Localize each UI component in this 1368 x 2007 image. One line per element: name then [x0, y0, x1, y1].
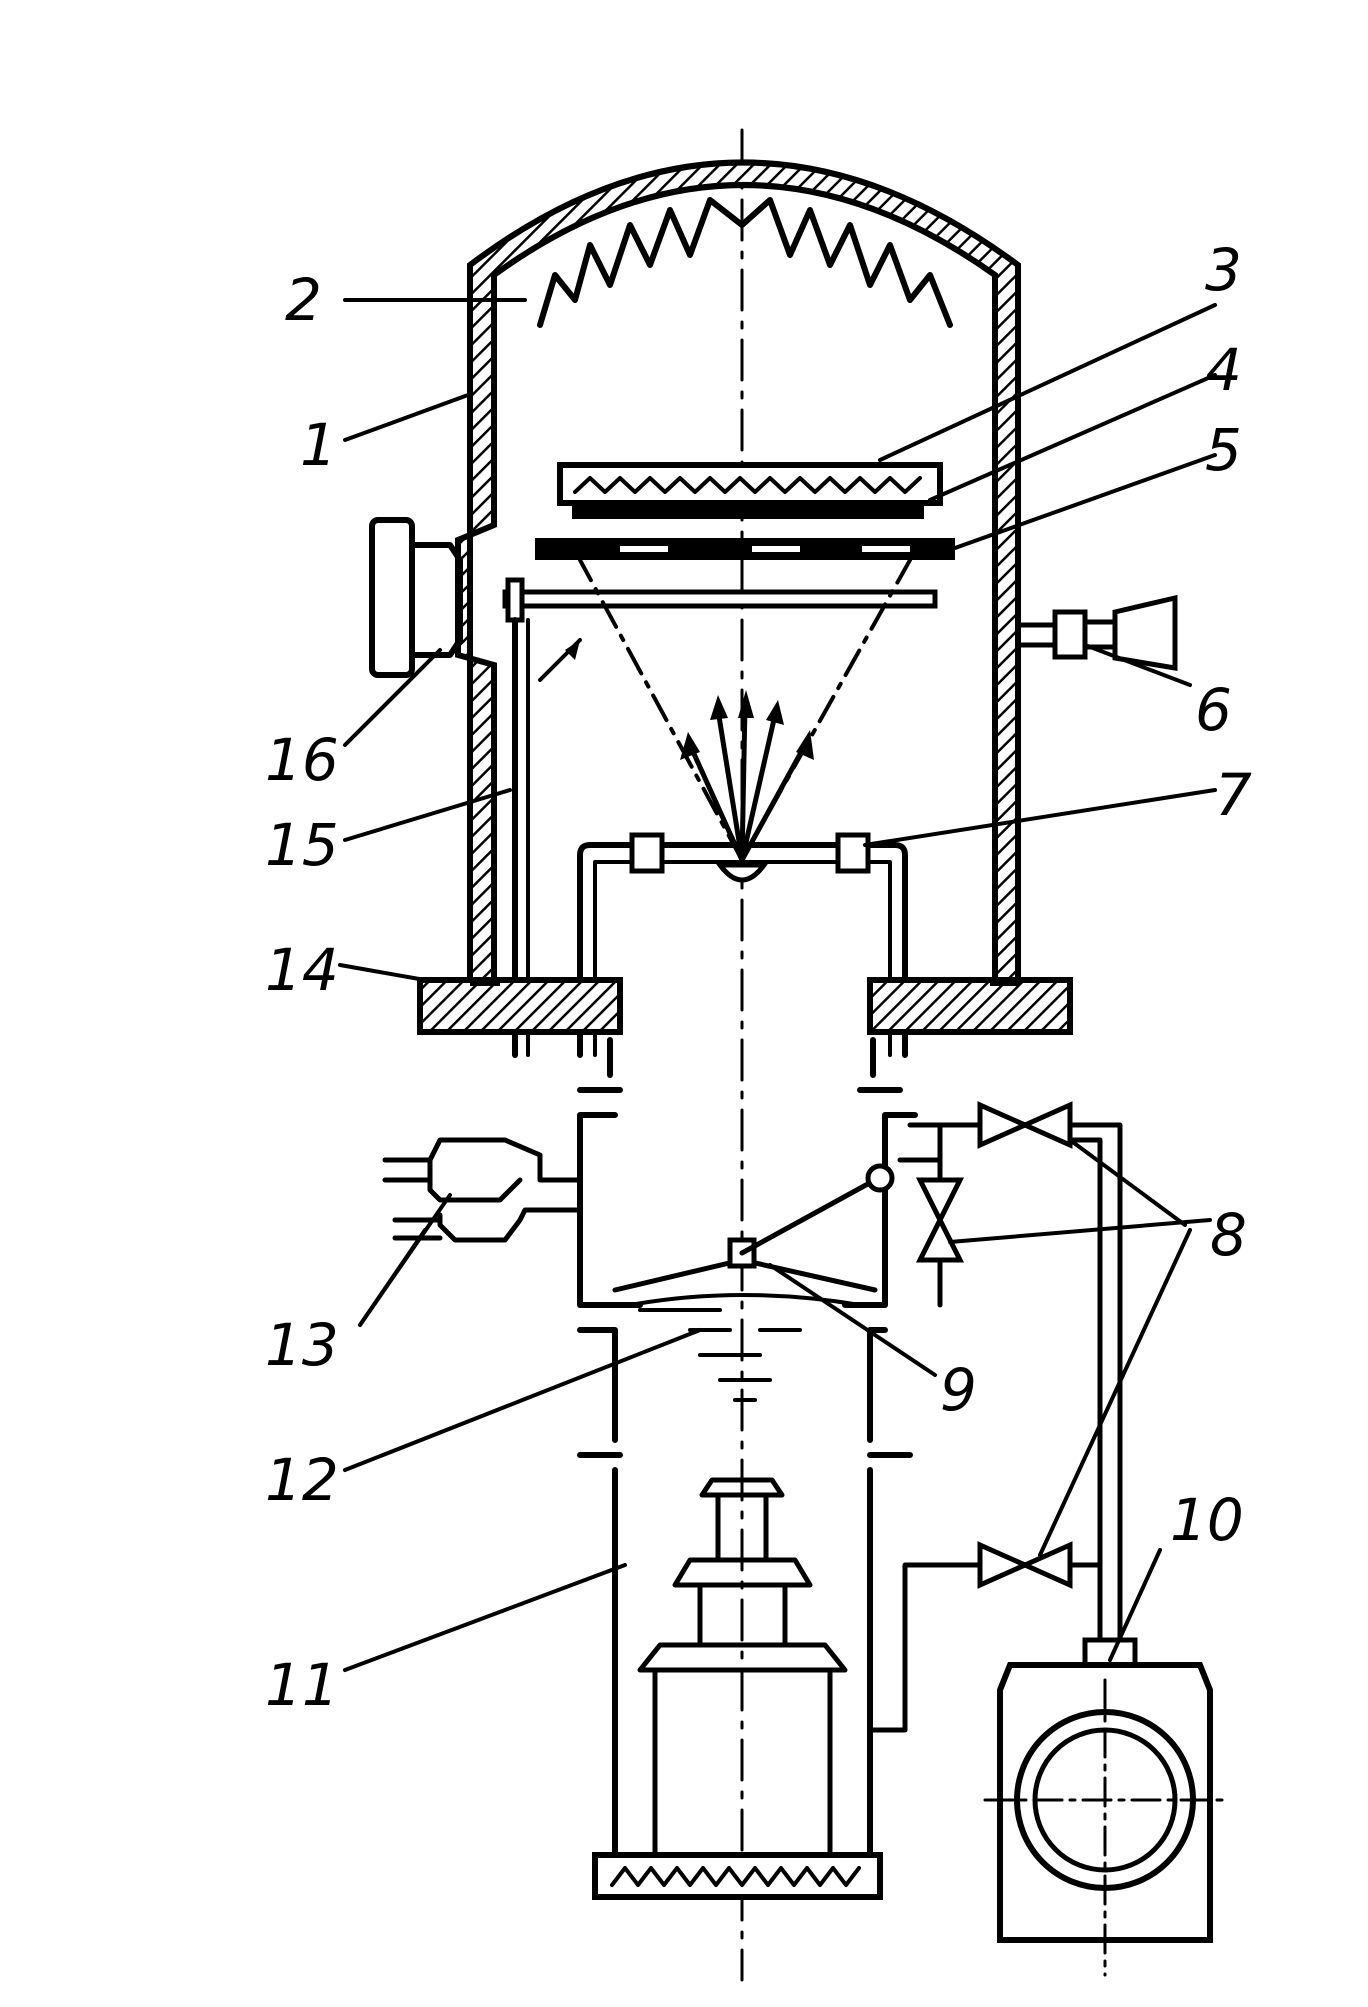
diffusion-pump: [592, 1477, 883, 1900]
label-10: 10: [1170, 1486, 1244, 1554]
baseplate: [417, 977, 1073, 1035]
label-12: 12: [265, 1446, 339, 1514]
label-3: 3: [1205, 236, 1242, 304]
label-5: 5: [1205, 416, 1242, 484]
label-2: 2: [285, 266, 322, 334]
mask: [535, 538, 955, 560]
substrate: [572, 505, 924, 519]
leader-lines: [338, 298, 1217, 1672]
substrate-heater: [557, 462, 943, 506]
lower-chamber: [577, 1037, 918, 1858]
bell-jar: [455, 159, 1021, 1003]
label-14: 14: [265, 936, 339, 1004]
right-port: [1015, 594, 1178, 671]
valves-and-piping: [867, 1101, 1123, 1733]
gauge-tubes: [382, 1137, 583, 1243]
labels: 1 2 3 4 5 6 7 8 9 10 11 12 13 14 15 16: [265, 236, 1252, 1719]
label-4: 4: [1205, 336, 1242, 404]
label-15: 15: [265, 811, 339, 879]
label-11: 11: [265, 1651, 339, 1719]
label-1: 1: [300, 411, 337, 479]
heater-coil: [537, 197, 953, 328]
side-port: [369, 517, 463, 678]
label-9: 9: [940, 1356, 977, 1424]
cold-trap-liquid: [638, 1308, 802, 1402]
label-6: 6: [1195, 676, 1232, 744]
label-8: 8: [1210, 1201, 1247, 1269]
label-13: 13: [265, 1311, 339, 1379]
label-7: 7: [1215, 761, 1252, 829]
label-16: 16: [265, 726, 339, 794]
evaporator: [577, 832, 908, 1058]
evaporation-cone: [578, 558, 912, 863]
fore-pump: [983, 1637, 1227, 1977]
